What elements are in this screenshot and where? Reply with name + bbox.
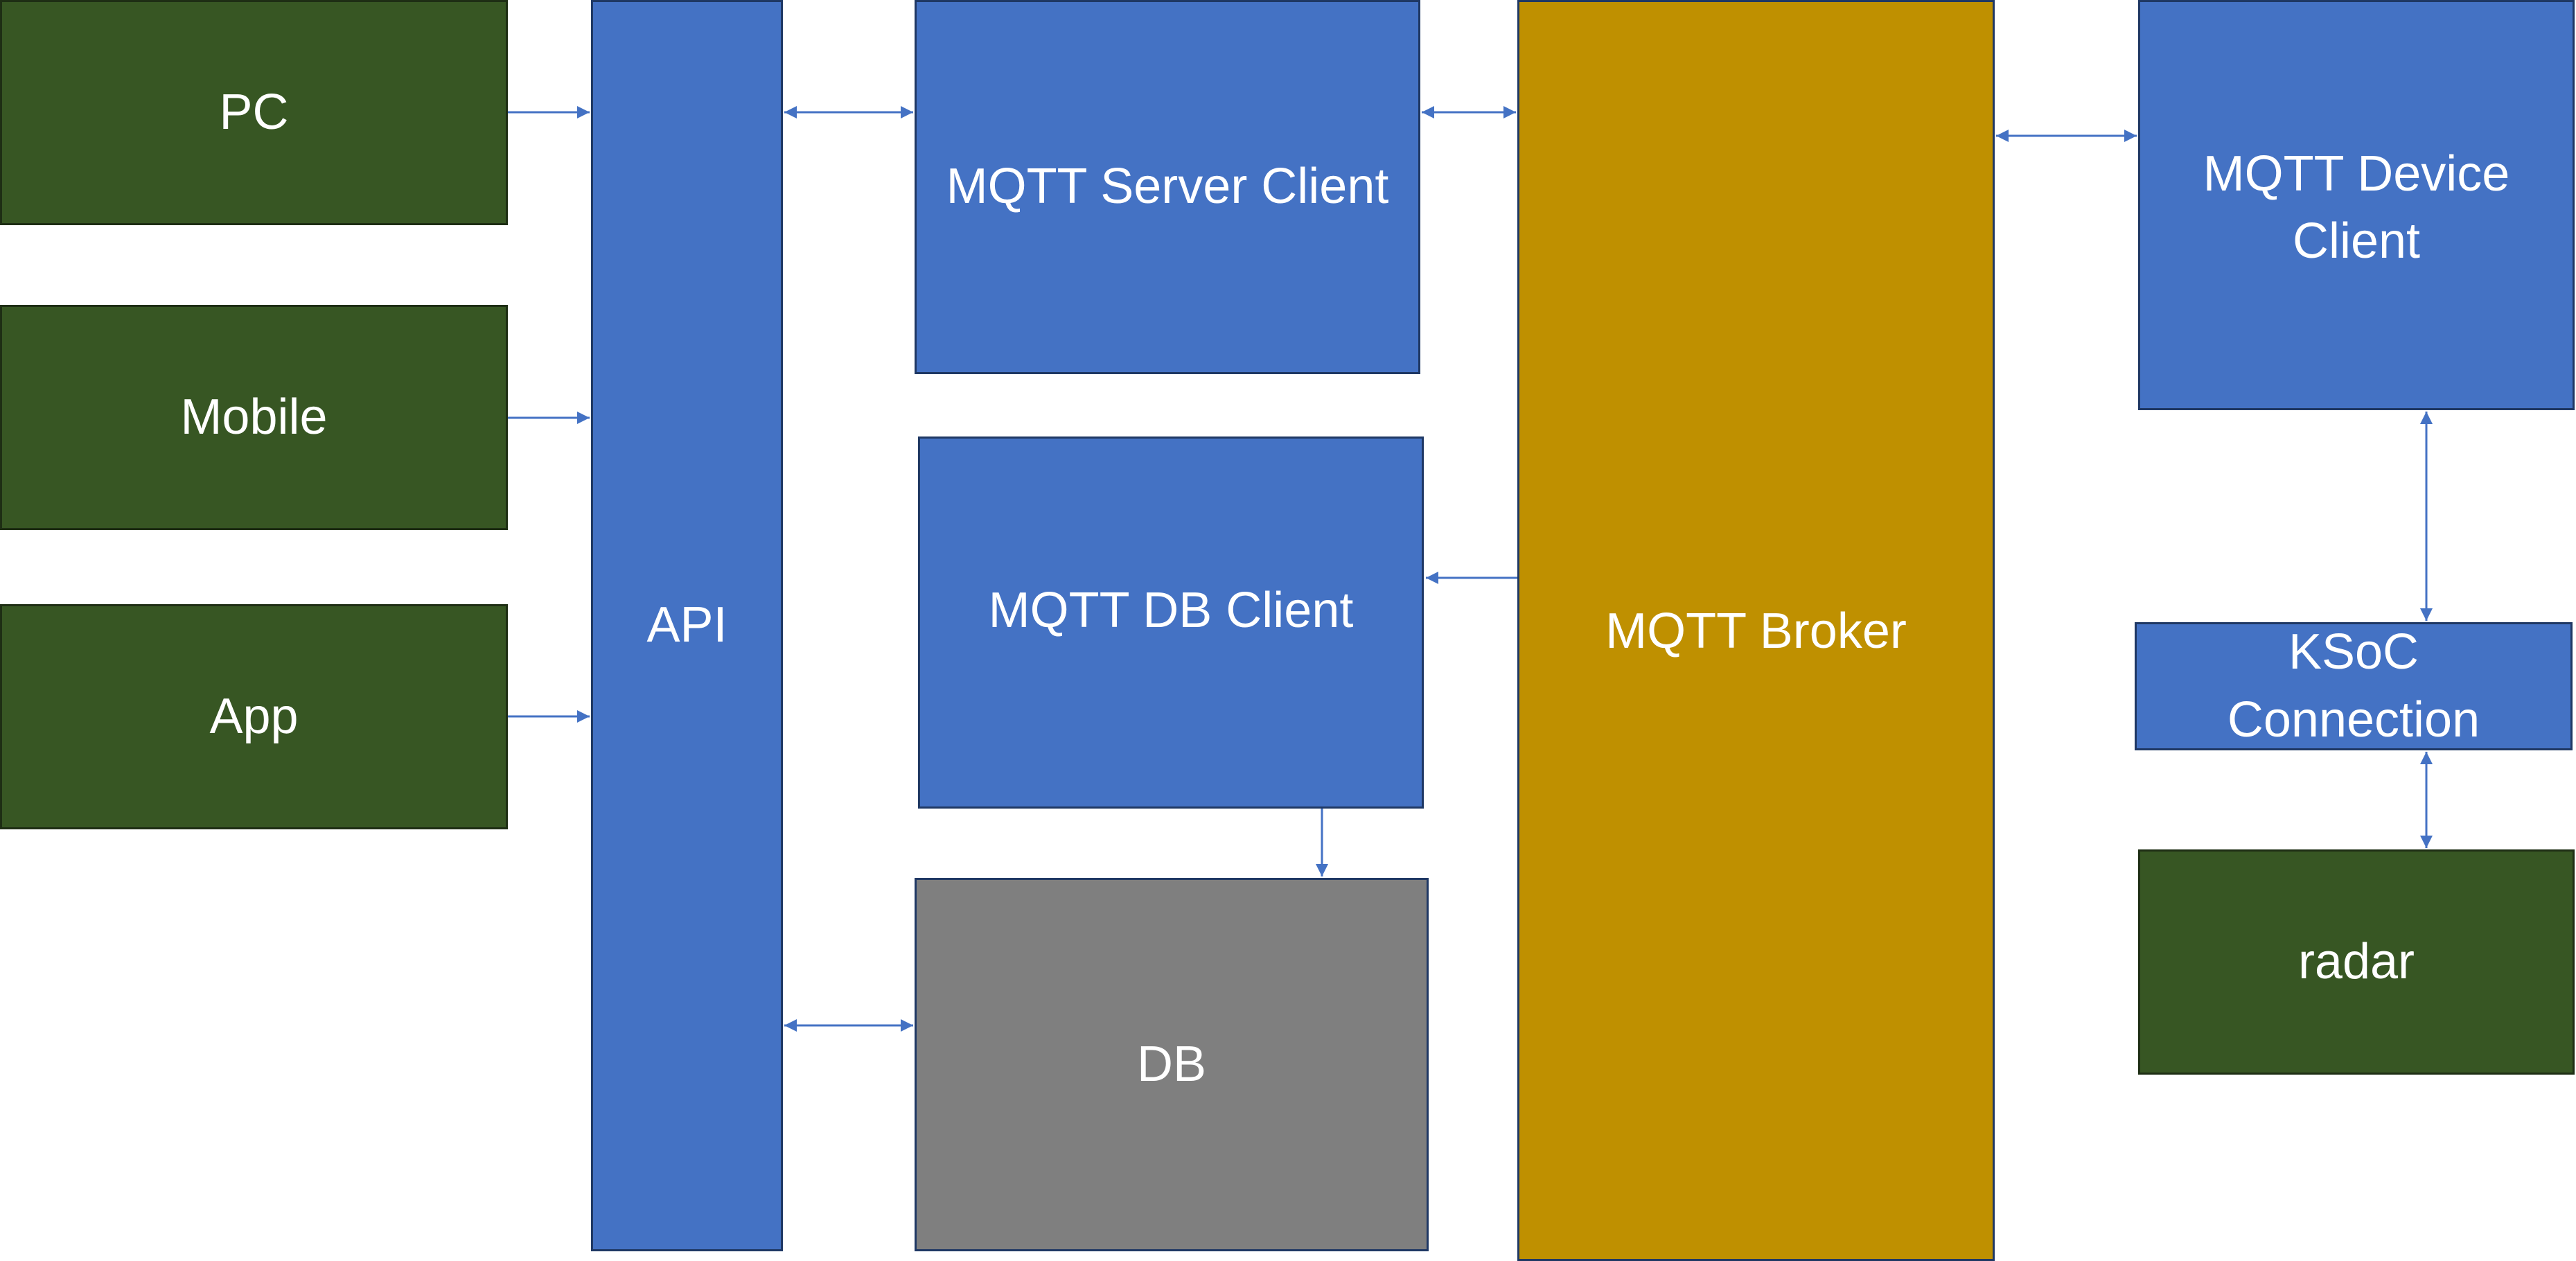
node-mobile: Mobile: [0, 305, 508, 530]
node-api: API: [591, 0, 783, 1251]
node-pc: PC: [0, 0, 508, 225]
node-app: App: [0, 604, 508, 829]
node-mqtt-server-client: MQTT Server Client: [915, 0, 1420, 374]
node-ksoc-connection: KSoC Connection: [2135, 622, 2573, 750]
node-mqtt-db-client: MQTT DB Client: [918, 436, 1424, 809]
node-db: DB: [915, 878, 1429, 1251]
node-radar: radar: [2138, 849, 2575, 1075]
node-mqtt-device-client: MQTT Device Client: [2138, 0, 2575, 410]
node-mqtt-broker: MQTT Broker: [1517, 0, 1995, 1261]
